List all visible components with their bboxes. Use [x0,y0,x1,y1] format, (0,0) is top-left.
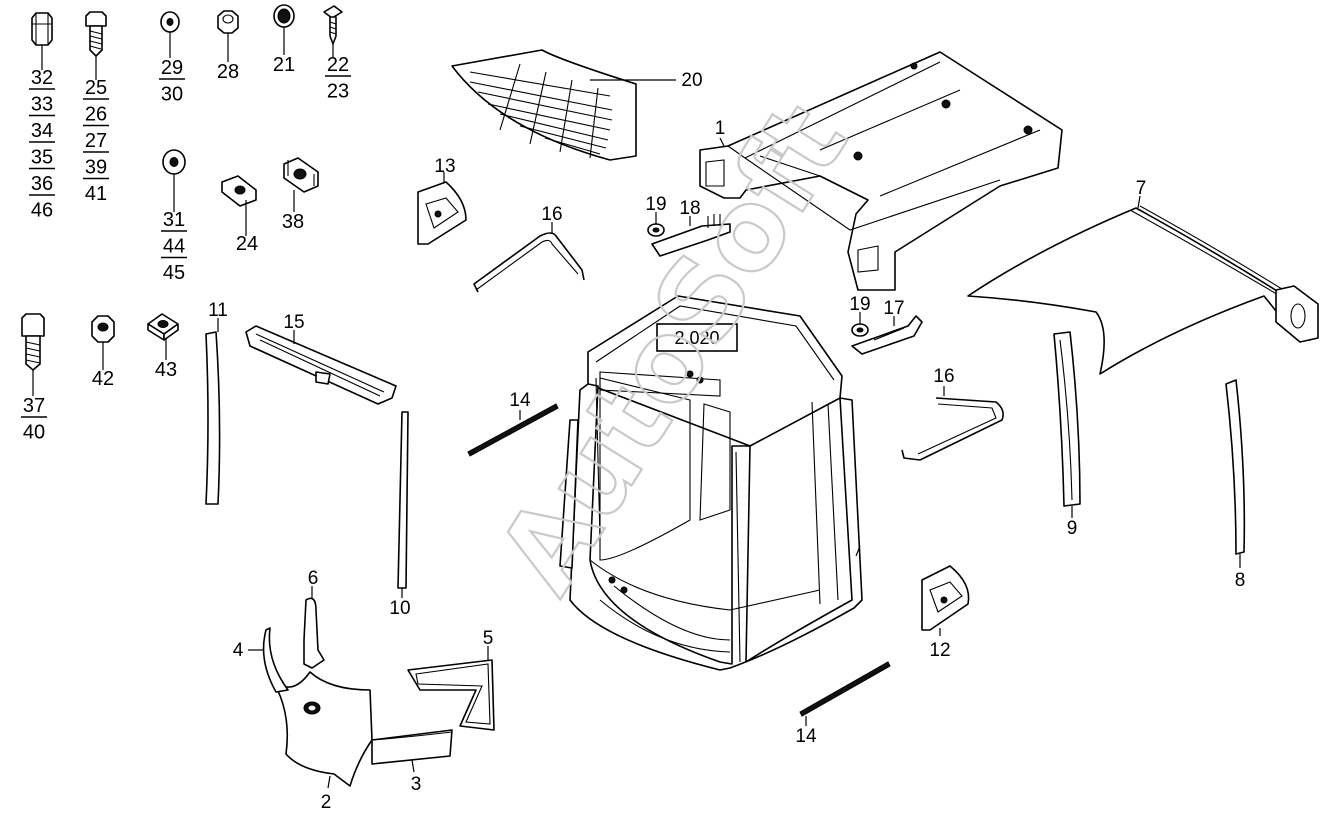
callout-number: 21 [273,54,295,76]
callout-number: 31 [163,209,185,231]
part-label-p20: 20 [681,70,702,91]
flat-washer-icon [162,149,186,212]
washer-19-lower [851,312,869,337]
part-label-p7: 7 [1136,178,1147,199]
hex-bolt-icon [85,11,107,80]
washer-icon [160,11,180,58]
callout-number: 25 [85,77,107,99]
callout-number: 44 [163,236,185,258]
part-label-p1: 1 [715,118,726,139]
callout-number: 45 [163,262,185,284]
cage-nut-icon [283,157,319,212]
part-label-p14b: 14 [795,726,817,747]
callout-number: 36 [31,173,53,195]
mounting-plate-right [921,565,970,636]
callout-number: 29 [161,57,183,79]
callout-number: 23 [327,81,349,103]
mounting-plate-left [417,172,467,245]
part-label-p9: 9 [1067,518,1078,539]
callout-number: 38 [282,211,304,233]
fastener-callouts: 32 33 34 35 36 46 25 26 27 39 41 29 30 28 21 22 23 31 44 45… [21,54,351,444]
part-label-p16b: 16 [933,366,954,387]
self-tapping-screw-icon [323,5,343,58]
callout-number: 46 [31,200,53,222]
seal-strip-lower [799,661,891,726]
part-label-p10: 10 [389,598,410,619]
callout-number: 22 [327,54,349,76]
callout-number: 35 [31,147,53,169]
group-code-box: 2.020 [656,323,738,352]
part-label-p18: 18 [679,198,700,219]
cab-frame [559,295,863,671]
part-label-p2: 2 [321,792,332,813]
callout-number: 34 [31,120,53,142]
lower-trim-strip [371,729,453,773]
clip-nut-icon [221,175,257,236]
group-code: 2.020 [674,328,719,348]
hex-nut-icon [217,10,239,62]
roof-frame [699,51,1063,291]
side-trim-4 [248,627,289,693]
callout-number: 43 [155,359,177,381]
part-label-p15: 15 [283,312,304,333]
lock-nut-icon [91,315,115,370]
callout-number: 28 [217,61,239,83]
part-label-p4: 4 [233,640,244,661]
pillar-trim-left [205,318,221,505]
part-label-p3: 3 [411,774,422,795]
part-label-p13: 13 [434,156,455,177]
corner-trim-5 [407,646,495,731]
washer-19-upper [647,212,665,237]
air-duct-louvre [451,49,676,161]
part-label-p14a: 14 [509,390,531,411]
callout-number: 41 [85,183,107,205]
side-trim-6 [303,586,325,669]
door-seal-strip [397,411,409,598]
callout-number: 32 [31,67,53,89]
part-label-p12: 12 [929,640,950,661]
callout-number: 30 [161,84,183,106]
bracket-lower [851,315,923,355]
part-label-p16a: 16 [541,204,562,225]
seal-ring-icon [273,4,295,55]
grab-handle-right [901,386,1004,461]
pillar-trim-right-8 [1225,379,1246,568]
part-label-p11: 11 [208,300,228,321]
socket-head-screw-icon [21,313,45,396]
part-label-p5: 5 [483,628,494,649]
part-label-p8: 8 [1235,570,1246,591]
part-label-p6: 6 [308,568,319,589]
callout-number: 33 [31,94,53,116]
pillar-trim-right-9 [1053,331,1081,518]
roof-panel [967,195,1319,375]
wiper-bar [245,325,397,405]
cap-nut-icon [31,12,53,70]
callout-number: 37 [23,395,45,417]
bracket-upper [651,214,731,257]
callout-number: 39 [85,157,107,179]
callout-number: 40 [23,422,45,444]
front-lower-panel [269,671,373,789]
part-label-p17: 17 [883,298,904,319]
callout-number: 26 [85,104,107,126]
callout-number: 24 [236,233,258,255]
seal-strip-upper [467,403,559,457]
square-weld-nut-icon [147,313,179,360]
callout-number: 42 [92,368,114,390]
callout-number: 27 [85,130,107,152]
part-label-p19a: 19 [645,194,666,215]
part-label-p19b: 19 [849,294,870,315]
grab-handle-left [473,222,585,293]
